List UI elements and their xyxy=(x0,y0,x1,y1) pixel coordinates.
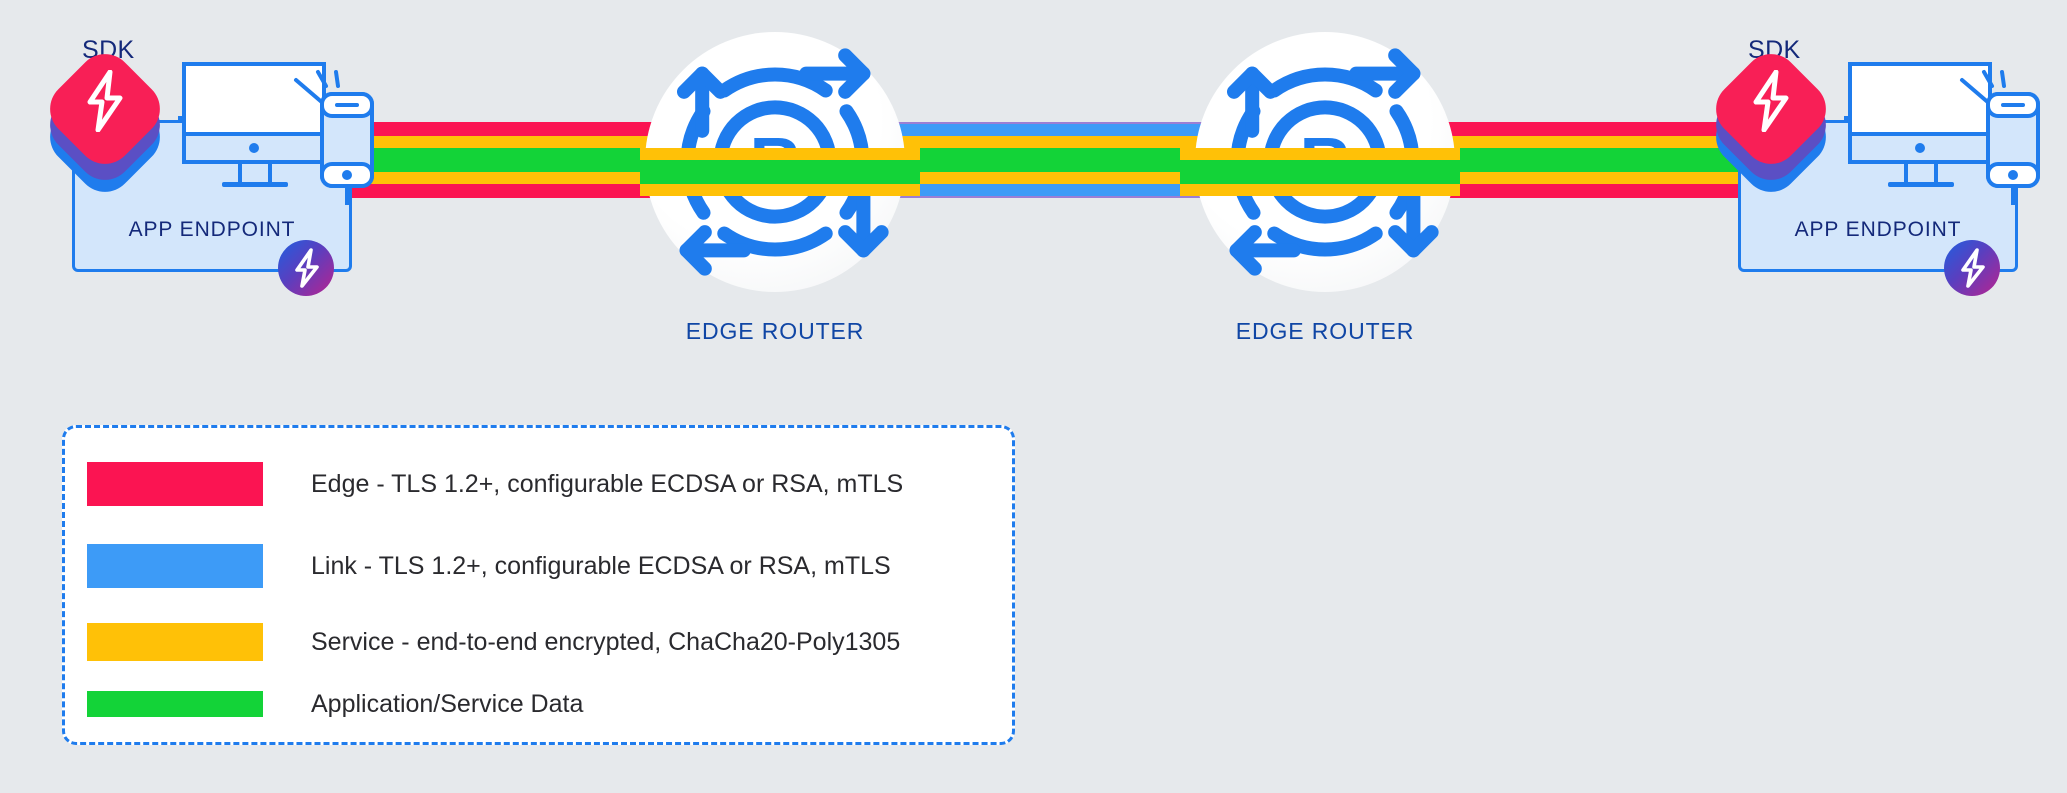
legend-label: Service - end-to-end encrypted, ChaCha20… xyxy=(311,627,901,656)
edge-router-1-label: EDGE ROUTER xyxy=(685,318,865,344)
swatch-edge xyxy=(87,462,263,506)
stripe-service-yellow-top xyxy=(640,148,920,160)
swatch-link xyxy=(87,544,263,588)
stripe-service-yellow-bottom xyxy=(1180,184,1460,196)
stripe-service-yellow-top xyxy=(1180,148,1460,160)
stripe-data-green xyxy=(1180,160,1460,184)
app-endpoint-left-label: APP ENDPOINT xyxy=(128,218,296,241)
stripe-edge-red-bottom xyxy=(1400,184,1820,198)
stripe-service-yellow-bottom xyxy=(640,184,920,196)
legend-item: Service - end-to-end encrypted, ChaCha20… xyxy=(87,620,987,664)
endpoint-right-devices xyxy=(1844,62,2040,205)
swatch-application xyxy=(87,691,263,717)
legend-label: Edge - TLS 1.2+, configurable ECDSA or R… xyxy=(311,469,904,498)
endpoint-right-identity-badge[interactable] xyxy=(1944,240,2000,296)
swatch-service xyxy=(87,623,263,661)
sdk-badge-left[interactable] xyxy=(38,42,172,204)
lightning-bolt-icon xyxy=(295,248,319,288)
legend-label: Link - TLS 1.2+, configurable ECDSA or R… xyxy=(311,551,891,580)
edge-router-2-label: EDGE ROUTER xyxy=(1235,318,1415,344)
stripe-band-router-right-passthrough xyxy=(1180,148,1460,198)
stripe-link-blue-top xyxy=(880,122,1300,136)
legend-label: Application/Service Data xyxy=(311,689,584,718)
stripe-data-green xyxy=(640,160,920,184)
legend-item: Application/Service Data xyxy=(87,686,987,722)
sdk-badge-right[interactable] xyxy=(1704,42,1838,204)
lightning-bolt-icon xyxy=(1753,70,1789,132)
lightning-bolt-icon xyxy=(1961,248,1985,288)
lightning-bolt-icon xyxy=(87,70,123,132)
endpoint-left-devices xyxy=(178,62,374,205)
stripe-band-router-left-passthrough xyxy=(640,148,920,198)
legend-item: Edge - TLS 1.2+, configurable ECDSA or R… xyxy=(87,460,987,508)
legend-box: Edge - TLS 1.2+, configurable ECDSA or R… xyxy=(62,425,1015,745)
legend-item: Link - TLS 1.2+, configurable ECDSA or R… xyxy=(87,542,987,590)
endpoint-left-identity-badge[interactable] xyxy=(278,240,334,296)
stripe-service-yellow-bottom xyxy=(1400,172,1820,184)
app-endpoint-right-label: APP ENDPOINT xyxy=(1794,218,1962,241)
stripe-band-middle-link xyxy=(880,122,1300,198)
